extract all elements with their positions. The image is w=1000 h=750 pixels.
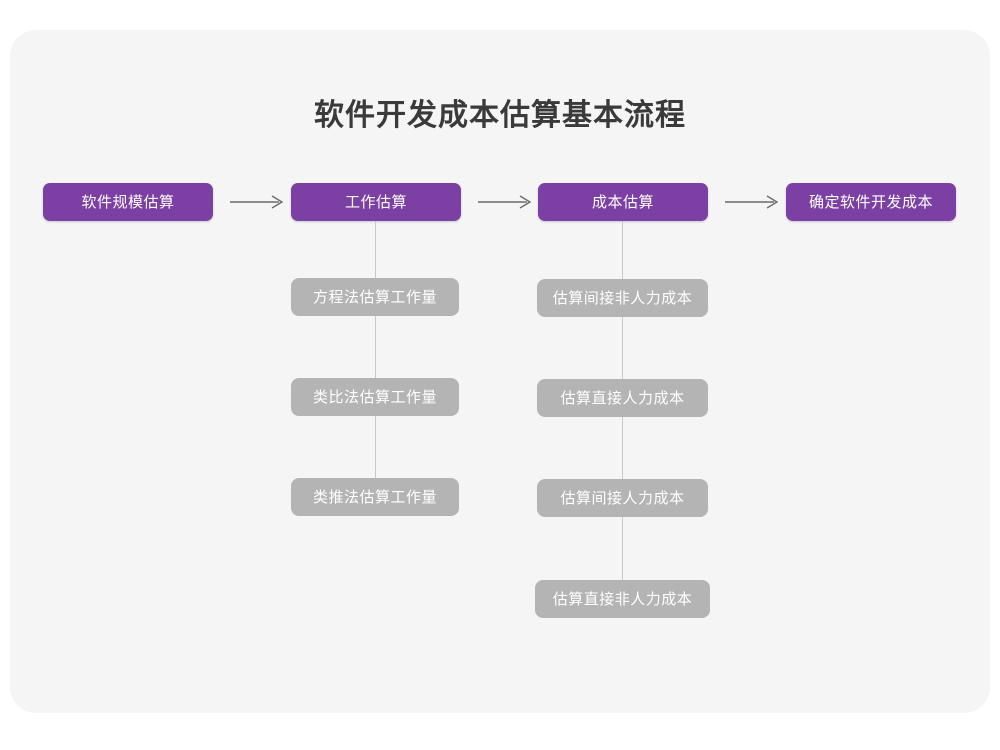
branch-node-label: 方程法估算工作量 (312, 288, 437, 306)
flow-node-determine-development-cost[interactable]: 确定软件开发成本 (786, 183, 956, 221)
flow-node-label: 软件规模估算 (81, 193, 175, 211)
branch-node-label: 估算间接非人力成本 (552, 289, 693, 307)
branch-node-label: 估算直接非人力成本 (552, 590, 693, 608)
branch-node-equation-method-effort[interactable]: 方程法估算工作量 (291, 278, 459, 316)
branch-node-inference-method-effort[interactable]: 类推法估算工作量 (291, 478, 459, 516)
branch-node-indirect-labor-cost[interactable]: 估算间接人力成本 (537, 479, 708, 517)
connector-cost-2 (622, 316, 623, 379)
branch-node-label: 估算直接人力成本 (560, 389, 685, 407)
branch-node-analogy-method-effort[interactable]: 类比法估算工作量 (291, 378, 459, 416)
flow-node-label: 成本估算 (591, 193, 654, 211)
branch-node-direct-nonlabor-cost[interactable]: 估算直接非人力成本 (535, 580, 710, 618)
branch-node-label: 类比法估算工作量 (312, 388, 437, 406)
branch-node-indirect-nonlabor-cost[interactable]: 估算间接非人力成本 (537, 279, 708, 317)
arrow-2-icon (476, 190, 538, 214)
branch-node-label: 类推法估算工作量 (312, 488, 437, 506)
connector-effort-2 (375, 315, 376, 379)
connector-cost-3 (622, 416, 623, 479)
arrow-1-icon (228, 190, 290, 214)
connector-effort-1 (375, 221, 376, 279)
flow-node-cost-estimation[interactable]: 成本估算 (538, 183, 708, 221)
flow-node-software-scale-estimation[interactable]: 软件规模估算 (43, 183, 213, 221)
arrow-3-icon (723, 190, 785, 214)
flow-node-label: 确定软件开发成本 (808, 193, 933, 211)
flow-node-work-estimation[interactable]: 工作估算 (291, 183, 461, 221)
connector-cost-4 (622, 516, 623, 580)
branch-node-direct-labor-cost[interactable]: 估算直接人力成本 (537, 379, 708, 417)
content-card (10, 30, 990, 713)
page-title: 软件开发成本估算基本流程 (314, 99, 686, 132)
flow-node-label: 工作估算 (344, 193, 407, 211)
branch-node-label: 估算间接人力成本 (560, 489, 685, 507)
connector-cost-1 (622, 221, 623, 279)
connector-effort-3 (375, 415, 376, 479)
